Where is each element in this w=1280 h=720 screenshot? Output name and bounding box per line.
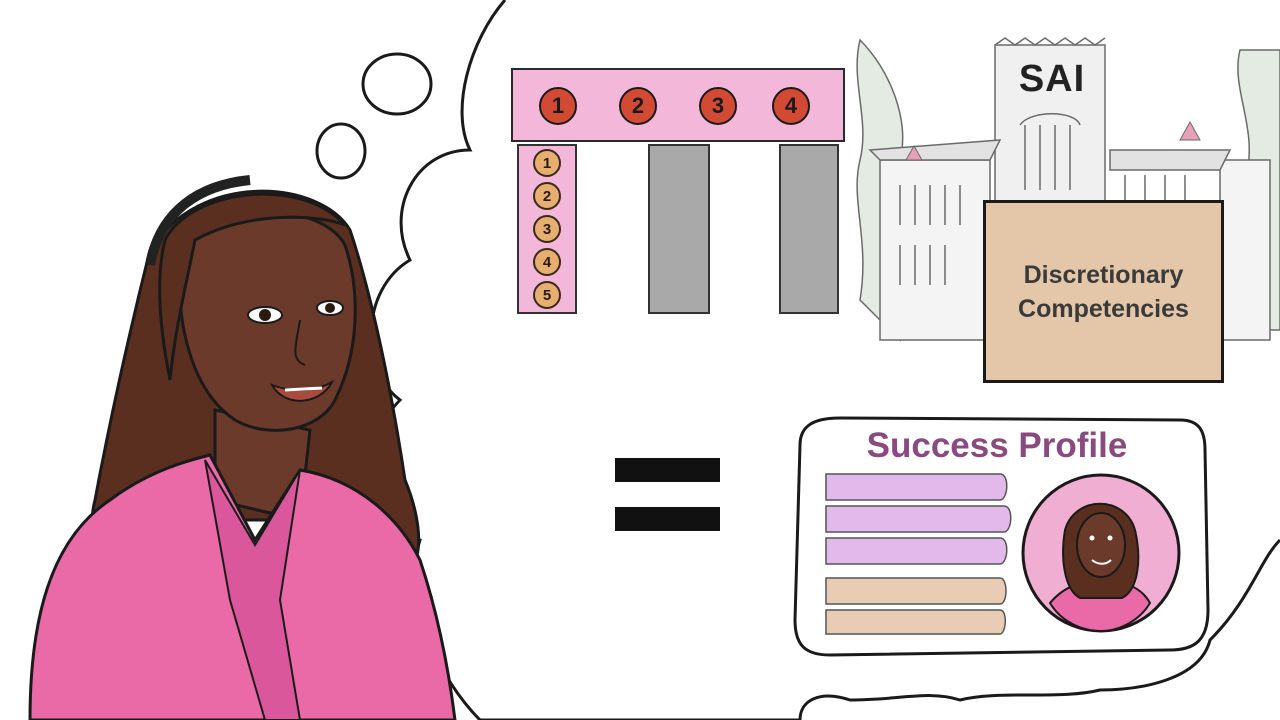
framework-number-badge: 4 bbox=[772, 87, 810, 125]
card-line: Discretionary bbox=[1023, 260, 1184, 289]
profile-bars-lavender bbox=[825, 473, 1012, 565]
badge-number: 2 bbox=[542, 187, 552, 205]
badge-number: 4 bbox=[542, 253, 552, 271]
discretionary-competencies-card: Discretionary Competencies bbox=[983, 200, 1224, 383]
teeth bbox=[284, 386, 323, 392]
nose bbox=[294, 319, 306, 366]
framework-number-badge: 2 bbox=[619, 87, 657, 125]
hair-front bbox=[158, 192, 347, 381]
success-profile-title: Success Profile bbox=[866, 426, 1128, 465]
badge-number: 5 bbox=[542, 286, 552, 304]
pillar-number-badge: 2 bbox=[533, 182, 561, 210]
framework-number-badge: 1 bbox=[539, 87, 577, 125]
pillar-number-badge: 3 bbox=[533, 215, 561, 243]
pillar-number-badge: 5 bbox=[533, 281, 561, 309]
sai-label: SAI bbox=[1018, 58, 1086, 100]
badge-number: 4 bbox=[784, 93, 798, 118]
framework-pillar-gray bbox=[648, 144, 710, 314]
right-pupil bbox=[325, 303, 335, 313]
badge-number: 3 bbox=[711, 93, 725, 118]
badge-number: 2 bbox=[631, 93, 645, 118]
framework-number-badge: 3 bbox=[699, 87, 737, 125]
left-pupil bbox=[259, 309, 271, 321]
pillar-number-badge: 4 bbox=[533, 248, 561, 276]
card-line: Competencies bbox=[1018, 294, 1189, 323]
thought-dot-large bbox=[361, 52, 433, 116]
profile-bars-tan bbox=[825, 577, 1007, 635]
badge-number: 3 bbox=[542, 220, 552, 238]
jacket-collar bbox=[204, 459, 302, 720]
badge-number: 1 bbox=[542, 154, 552, 172]
headband bbox=[145, 175, 251, 266]
badge-number: 1 bbox=[551, 93, 565, 118]
pillar-number-badge: 1 bbox=[533, 149, 561, 177]
framework-pillar-gray bbox=[779, 144, 839, 314]
thought-dot-small bbox=[315, 122, 367, 180]
